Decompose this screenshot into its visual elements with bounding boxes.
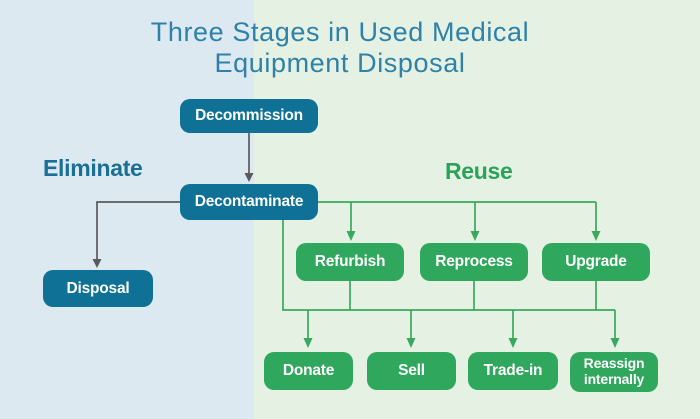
page-title-line1: Three Stages in Used Medical — [150, 17, 530, 47]
reuse-background-panel — [254, 0, 700, 419]
page-title-line2: Equipment Disposal — [214, 48, 466, 78]
node-trade-in: Trade-in — [468, 352, 558, 390]
node-refurbish: Refurbish — [296, 243, 404, 281]
node-donate: Donate — [264, 352, 353, 390]
node-sell: Sell — [367, 352, 456, 390]
node-reassign: Reassign internally — [570, 352, 658, 392]
node-reprocess: Reprocess — [420, 243, 528, 281]
page-title: Three Stages in Used Medical Equipment D… — [0, 17, 680, 79]
stage-label-eliminate: Eliminate — [43, 155, 143, 181]
node-decommission: Decommission — [180, 99, 318, 133]
stage-label-reuse: Reuse — [445, 158, 513, 184]
node-decontaminate: Decontaminate — [180, 184, 318, 220]
node-upgrade: Upgrade — [542, 243, 650, 281]
node-disposal: Disposal — [43, 270, 153, 307]
